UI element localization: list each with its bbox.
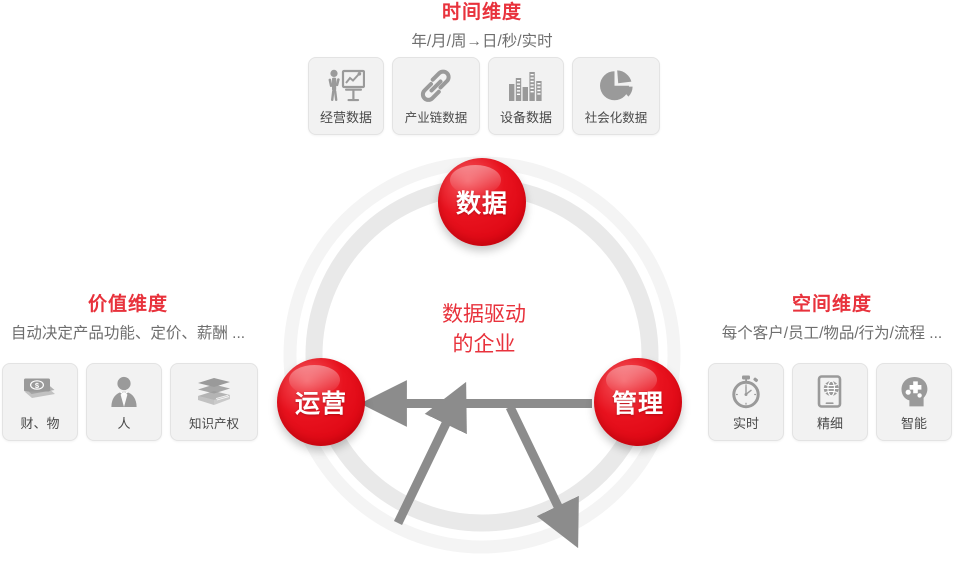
value-dimension-block: 价值维度 自动决定产品功能、定价、薪酬 ... — [0, 292, 256, 346]
card-label: 精细 — [816, 416, 843, 431]
wheel-center-caption: 数据驱动 的企业 — [404, 300, 564, 360]
card-label: 财、物 — [20, 416, 60, 431]
pie-chart-icon — [598, 66, 634, 106]
card-social-data[interactable]: 社会化数据 — [572, 57, 660, 135]
time-dimension-subtitle: 年/月/周→日/秒/实时 — [411, 33, 553, 50]
books-icon — [196, 372, 232, 412]
center-caption-line-1: 数据驱动 — [442, 303, 526, 326]
person-icon — [108, 372, 140, 412]
space-dimension-card-row: 实时 精细 — [708, 363, 952, 441]
stopwatch-icon — [730, 372, 762, 412]
brain-head-icon — [897, 372, 931, 412]
value-dimension-title: 价值维度 — [87, 294, 168, 315]
card-realtime[interactable]: 实时 — [708, 363, 784, 441]
node-label: 数据 — [455, 190, 508, 218]
chain-link-icon — [418, 66, 454, 106]
card-label: 知识产权 — [188, 417, 239, 431]
card-intellectual-property[interactable]: 知识产权 — [170, 363, 258, 441]
card-label: 设备数据 — [499, 110, 552, 125]
center-caption-line-2: 的企业 — [452, 333, 516, 356]
card-label: 实时 — [732, 416, 759, 431]
svg-text:$: $ — [35, 381, 40, 390]
value-dimension-card-row: $ 财、物 人 — [2, 363, 258, 441]
money-banknotes-icon: $ — [22, 372, 58, 412]
node-label: 管理 — [611, 390, 664, 418]
time-dimension-block: 时间维度 年/月/周→日/秒/实时 — [282, 0, 682, 54]
presentation-chart-icon — [327, 66, 365, 106]
card-label: 智能 — [900, 416, 927, 431]
node-operations[interactable]: 运营 — [277, 358, 365, 446]
space-dimension-block: 空间维度 每个客户/员工/物品/行为/流程 ... — [700, 292, 964, 346]
card-operating-data[interactable]: 经营数据 — [308, 57, 384, 135]
card-industry-chain-data[interactable]: 产业链数据 — [392, 57, 480, 135]
node-management[interactable]: 管理 — [594, 358, 682, 446]
node-data[interactable]: 数据 — [438, 158, 526, 246]
card-intelligent[interactable]: 智能 — [876, 363, 952, 441]
time-dimension-title: 时间维度 — [441, 2, 522, 23]
card-finance-assets[interactable]: $ 财、物 — [2, 363, 78, 441]
card-fine-grained[interactable]: 精细 — [792, 363, 868, 441]
card-label: 人 — [117, 416, 131, 431]
card-people[interactable]: 人 — [86, 363, 162, 441]
tablet-globe-icon — [815, 372, 845, 412]
card-label: 产业链数据 — [404, 111, 468, 125]
bar-chart-building-icon — [508, 66, 544, 106]
space-dimension-subtitle: 每个客户/员工/物品/行为/流程 ... — [721, 325, 943, 342]
card-label: 社会化数据 — [584, 111, 648, 125]
card-label: 经营数据 — [319, 110, 372, 125]
card-equipment-data[interactable]: 设备数据 — [488, 57, 564, 135]
node-label: 运营 — [294, 390, 347, 418]
space-dimension-title: 空间维度 — [791, 294, 872, 315]
time-dimension-card-row: 经营数据 产业链数据 — [308, 57, 660, 135]
value-dimension-subtitle: 自动决定产品功能、定价、薪酬 ... — [10, 325, 246, 342]
